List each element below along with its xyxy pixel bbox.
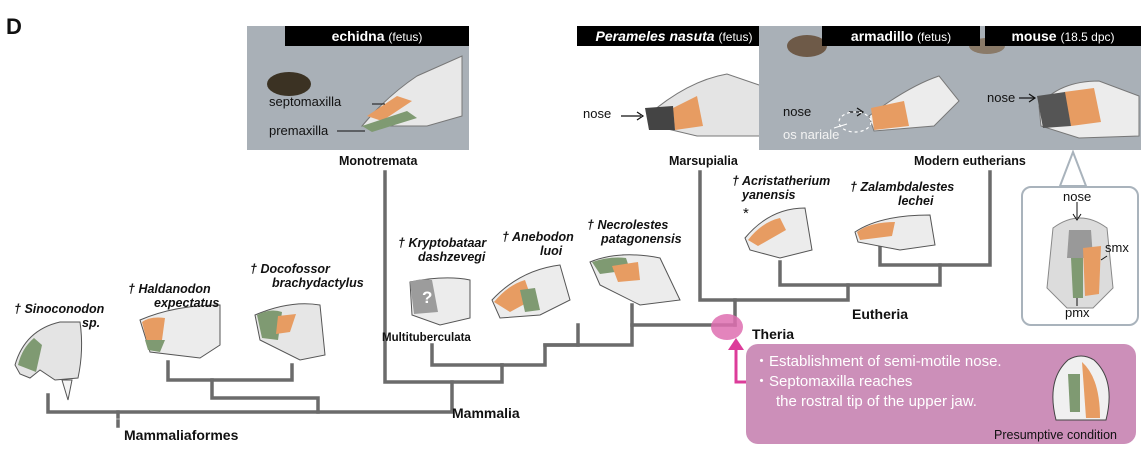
perameles-panel: Perameles nasuta (fetus) nose [577,26,771,150]
inset-box: nose smx pmx [1021,186,1139,326]
branch-multituberculata [430,343,504,367]
skull-zalambdalestes [854,214,936,251]
arrow-head [728,338,744,350]
echidna-skull-figure [267,55,463,132]
armadillo-title: armadillo (fetus) [822,26,980,46]
theria-node [711,314,743,340]
branch-docodonta [210,378,320,414]
echidna-title: echidna (fetus) [285,26,469,46]
perameles-title: Perameles nasuta (fetus) [577,26,771,46]
taxon-sinoconodon: † Sinoconodon sp. [14,302,105,330]
branch-marsupialia [698,170,737,327]
echidna-panel: echidna (fetus) septomaxilla premaxilla [247,26,469,150]
inset-skull-figure [1046,202,1114,309]
group-modern-eutherians: Modern eutherians [914,154,1026,168]
clade-eutheria: Eutheria [852,306,909,322]
mouse-label-nose: nose [987,90,1016,105]
group-multituberculata: Multituberculata [382,332,471,344]
armadillo-icon [787,35,827,57]
branch-mammaliaformes [46,380,454,414]
clade-mammalia: Mammalia [452,405,520,421]
skull-sinoconodon [14,321,83,401]
taxon-necrolestes: † Necrolestes patagonensis [587,218,682,246]
branch-monotremata [383,170,504,384]
callout-line1: ・Establishment of semi-motile nose. [754,353,1002,370]
group-monotremata: Monotremata [339,154,418,168]
label-os-nariale: os nariale [783,127,840,142]
inset-label-nose: nose [1063,189,1092,204]
clade-theria: Theria [752,326,795,342]
skull-docofossor [254,303,326,361]
question-mark: ? [422,288,433,307]
perameles-skull-figure [621,73,763,137]
echidna-icon [267,72,311,96]
branch-acristatherium [778,260,942,287]
armadillo-label-nose: nose [783,104,812,119]
taxon-acristatherium: † Acristatherium yanensis [732,174,831,202]
skull-acristatherium [744,207,813,259]
eutherian-skull-figures [787,35,1140,139]
skull-anebodon [491,264,571,319]
taxon-kryptobataar: † Kryptobataar dashzevegi [398,236,487,264]
mouse-title: mouse (18.5 dpc) [985,26,1141,46]
taxon-haldanodon: † Haldanodon expectatus [128,282,220,310]
inset-label-smx: smx [1105,240,1129,255]
skull-necrolestes [589,254,681,306]
branch-necrolestes [576,323,737,347]
skull-kryptobataar [409,277,471,326]
inset-label-pmx: pmx [1065,305,1090,320]
callout-caption: Presumptive condition [994,428,1117,442]
theria-callout: ・Establishment of semi-motile nose. ・Sep… [746,344,1136,444]
inset-connector [1058,150,1088,187]
callout-line3: the rostral tip of the upper jaw. [776,393,977,410]
branch-eutheria [733,283,850,302]
branch-haldanodon-docofossor [166,360,294,382]
eutherian-panel: armadillo (fetus) mouse (18.5 dpc) nose … [759,26,1141,150]
perameles-label-nose: nose [583,106,612,121]
presumptive-skull-figure [1052,355,1110,421]
label-septomaxilla: septomaxilla [269,94,342,109]
label-premaxilla: premaxilla [269,123,329,138]
clade-mammaliaformes: Mammaliaformes [124,427,239,443]
callout-line2: ・Septomaxilla reaches [754,373,913,390]
taxon-zalambdalestes: † Zalambdalestes lechei [850,180,955,208]
panel-letter: D [6,14,22,39]
branch-modern-eutherians [878,170,992,267]
taxon-docofossor: † Docofossor brachydactylus [250,262,364,290]
skull-haldanodon [139,304,221,359]
taxon-anebodon: † Anebodon luoi [502,230,574,258]
group-marsupialia: Marsupialia [669,154,738,168]
asterisk: * [743,205,749,222]
